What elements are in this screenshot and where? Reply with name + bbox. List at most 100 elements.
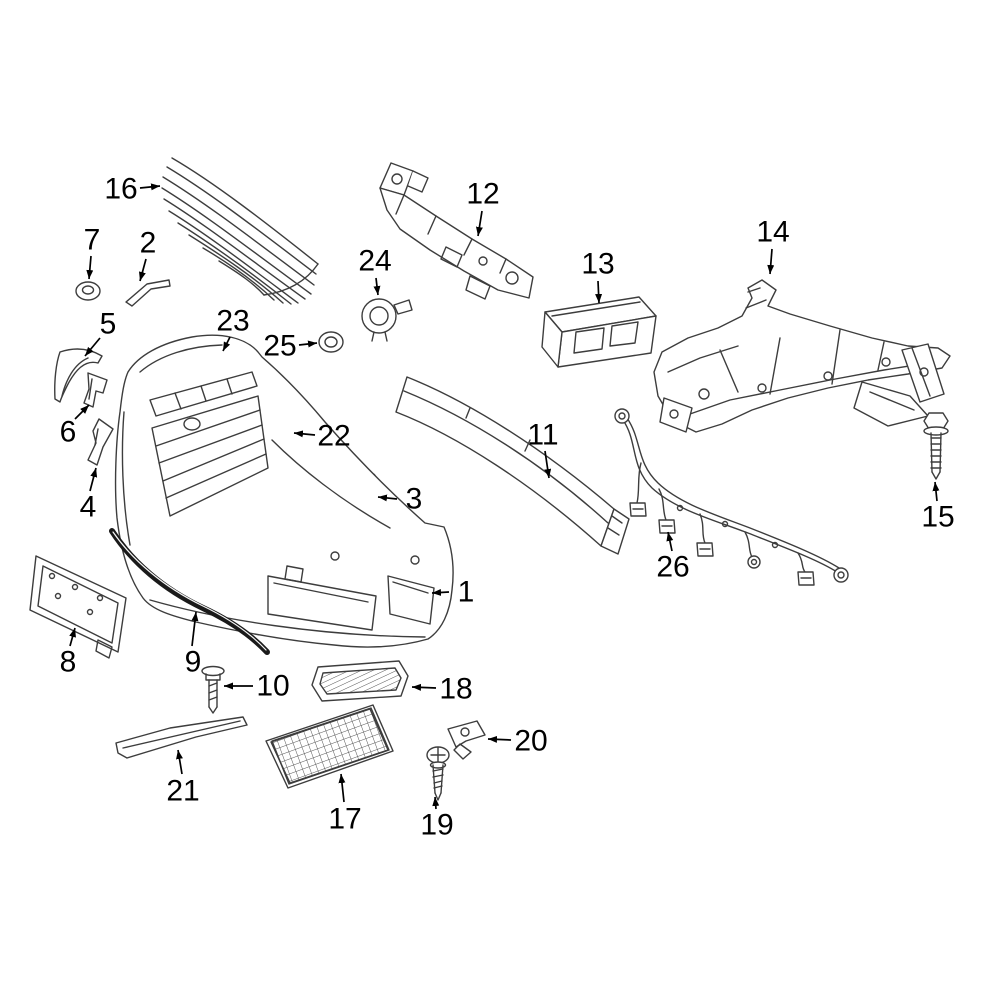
- part-24-parking-sensor-drawing: [361, 298, 413, 342]
- callout-22: 22: [293, 420, 351, 453]
- callout-26-arrow: [666, 531, 674, 552]
- callout-18: 18: [411, 673, 473, 706]
- callout-5-number: 5: [100, 308, 117, 341]
- callout-17: 17: [328, 773, 362, 836]
- callout-7-arrow: [86, 255, 94, 280]
- callout-13: 13: [581, 248, 615, 304]
- part-2-trim-strip-drawing: [125, 279, 171, 307]
- callout-16-arrow: [139, 183, 161, 191]
- callout-15-number: 15: [921, 501, 954, 534]
- callout-2: 2: [138, 227, 157, 282]
- callout-25-number: 25: [263, 330, 296, 363]
- callout-1: 1: [431, 576, 475, 609]
- callout-1-arrow: [431, 588, 450, 596]
- callout-13-number: 13: [581, 248, 614, 281]
- callout-12-number: 12: [466, 178, 499, 211]
- part-26-wiring-harness-drawing: [614, 408, 849, 586]
- callout-16-number: 16: [104, 173, 137, 206]
- callout-20: 20: [487, 725, 548, 758]
- callout-7-number: 7: [84, 224, 101, 257]
- callout-8-number: 8: [60, 646, 77, 679]
- callout-8: 8: [60, 627, 77, 679]
- callout-24-arrow: [373, 277, 381, 296]
- part-8-license-bracket-drawing: [29, 555, 127, 659]
- callout-17-number: 17: [328, 803, 361, 836]
- callout-13-arrow: [595, 280, 603, 304]
- callout-23-number: 23: [216, 305, 249, 338]
- callout-6: 6: [60, 404, 90, 449]
- callout-3-arrow: [377, 494, 398, 502]
- callout-7: 7: [84, 224, 101, 280]
- callout-21-number: 21: [166, 775, 199, 808]
- part-7-grommet-drawing: [75, 281, 101, 301]
- callout-19: 19: [420, 796, 454, 842]
- callout-26: 26: [656, 531, 690, 584]
- callout-23-arrow: [222, 336, 231, 352]
- callout-6-number: 6: [60, 416, 77, 449]
- callout-15-arrow: [932, 481, 940, 502]
- callout-2-number: 2: [140, 227, 157, 260]
- callout-6-arrow: [74, 404, 90, 420]
- callout-18-number: 18: [439, 673, 472, 706]
- callout-9-arrow: [191, 611, 199, 647]
- callout-19-number: 19: [420, 809, 453, 842]
- part-21-lower-strip-drawing: [115, 716, 248, 759]
- callout-20-number: 20: [514, 725, 547, 758]
- callout-20-arrow: [487, 735, 512, 743]
- part-12-upper-bracket-drawing: [379, 162, 534, 300]
- part-14-mounting-carrier-drawing: [653, 279, 951, 433]
- part-9-lower-molding-drawing: [109, 528, 270, 655]
- callout-8-arrow: [69, 627, 76, 647]
- part-15-bolt-drawing: [923, 412, 949, 480]
- callout-4: 4: [80, 467, 98, 524]
- callout-22-arrow: [293, 430, 316, 438]
- callout-3: 3: [377, 483, 423, 516]
- callout-19-arrow: [432, 796, 440, 810]
- callout-5: 5: [84, 308, 117, 357]
- callout-22-number: 22: [317, 420, 350, 453]
- part-25-sensor-ring-drawing: [318, 331, 344, 353]
- callout-10-number: 10: [256, 670, 289, 703]
- part-10-rivet-drawing: [201, 665, 225, 714]
- part-1-bumper-cover-drawing: [114, 334, 454, 648]
- callout-12: 12: [466, 178, 500, 237]
- part-11-impact-bar-drawing: [395, 376, 630, 555]
- part-13-energy-absorber-drawing: [541, 296, 657, 368]
- callout-14-number: 14: [756, 216, 789, 249]
- callout-3-number: 3: [406, 483, 423, 516]
- callout-11-number: 11: [527, 419, 558, 452]
- callout-5-arrow: [84, 337, 101, 357]
- callout-15: 15: [921, 481, 955, 534]
- part-16-grille-trim-drawing: [161, 157, 319, 305]
- callout-4-arrow: [89, 467, 98, 492]
- callout-21-arrow: [176, 749, 183, 775]
- callout-14: 14: [756, 216, 790, 275]
- callout-23: 23: [216, 305, 250, 352]
- callout-4-number: 4: [80, 491, 97, 524]
- callout-11: 11: [527, 419, 559, 479]
- callout-25: 25: [263, 330, 318, 363]
- part-6-bracket-drawing: [83, 372, 108, 408]
- part-17-mesh-grille-drawing: [265, 704, 394, 789]
- callout-11-arrow: [544, 450, 552, 479]
- callout-1-number: 1: [458, 576, 475, 609]
- callout-14-arrow: [767, 248, 775, 275]
- callout-9-number: 9: [185, 646, 202, 679]
- callout-24-number: 24: [358, 245, 391, 278]
- callout-16: 16: [104, 173, 161, 206]
- callout-12-arrow: [475, 210, 483, 237]
- callout-26-number: 26: [656, 551, 689, 584]
- callout-10: 10: [224, 670, 290, 703]
- part-19-screw-drawing: [426, 746, 450, 801]
- callout-24: 24: [358, 245, 392, 296]
- part-5-deflector-drawing: [54, 348, 103, 403]
- callout-2-arrow: [138, 258, 147, 282]
- callout-25-arrow: [298, 340, 318, 348]
- part-4-support-drawing: [87, 418, 114, 466]
- callout-18-arrow: [411, 683, 437, 691]
- callout-9: 9: [185, 611, 202, 679]
- callout-21: 21: [166, 749, 200, 808]
